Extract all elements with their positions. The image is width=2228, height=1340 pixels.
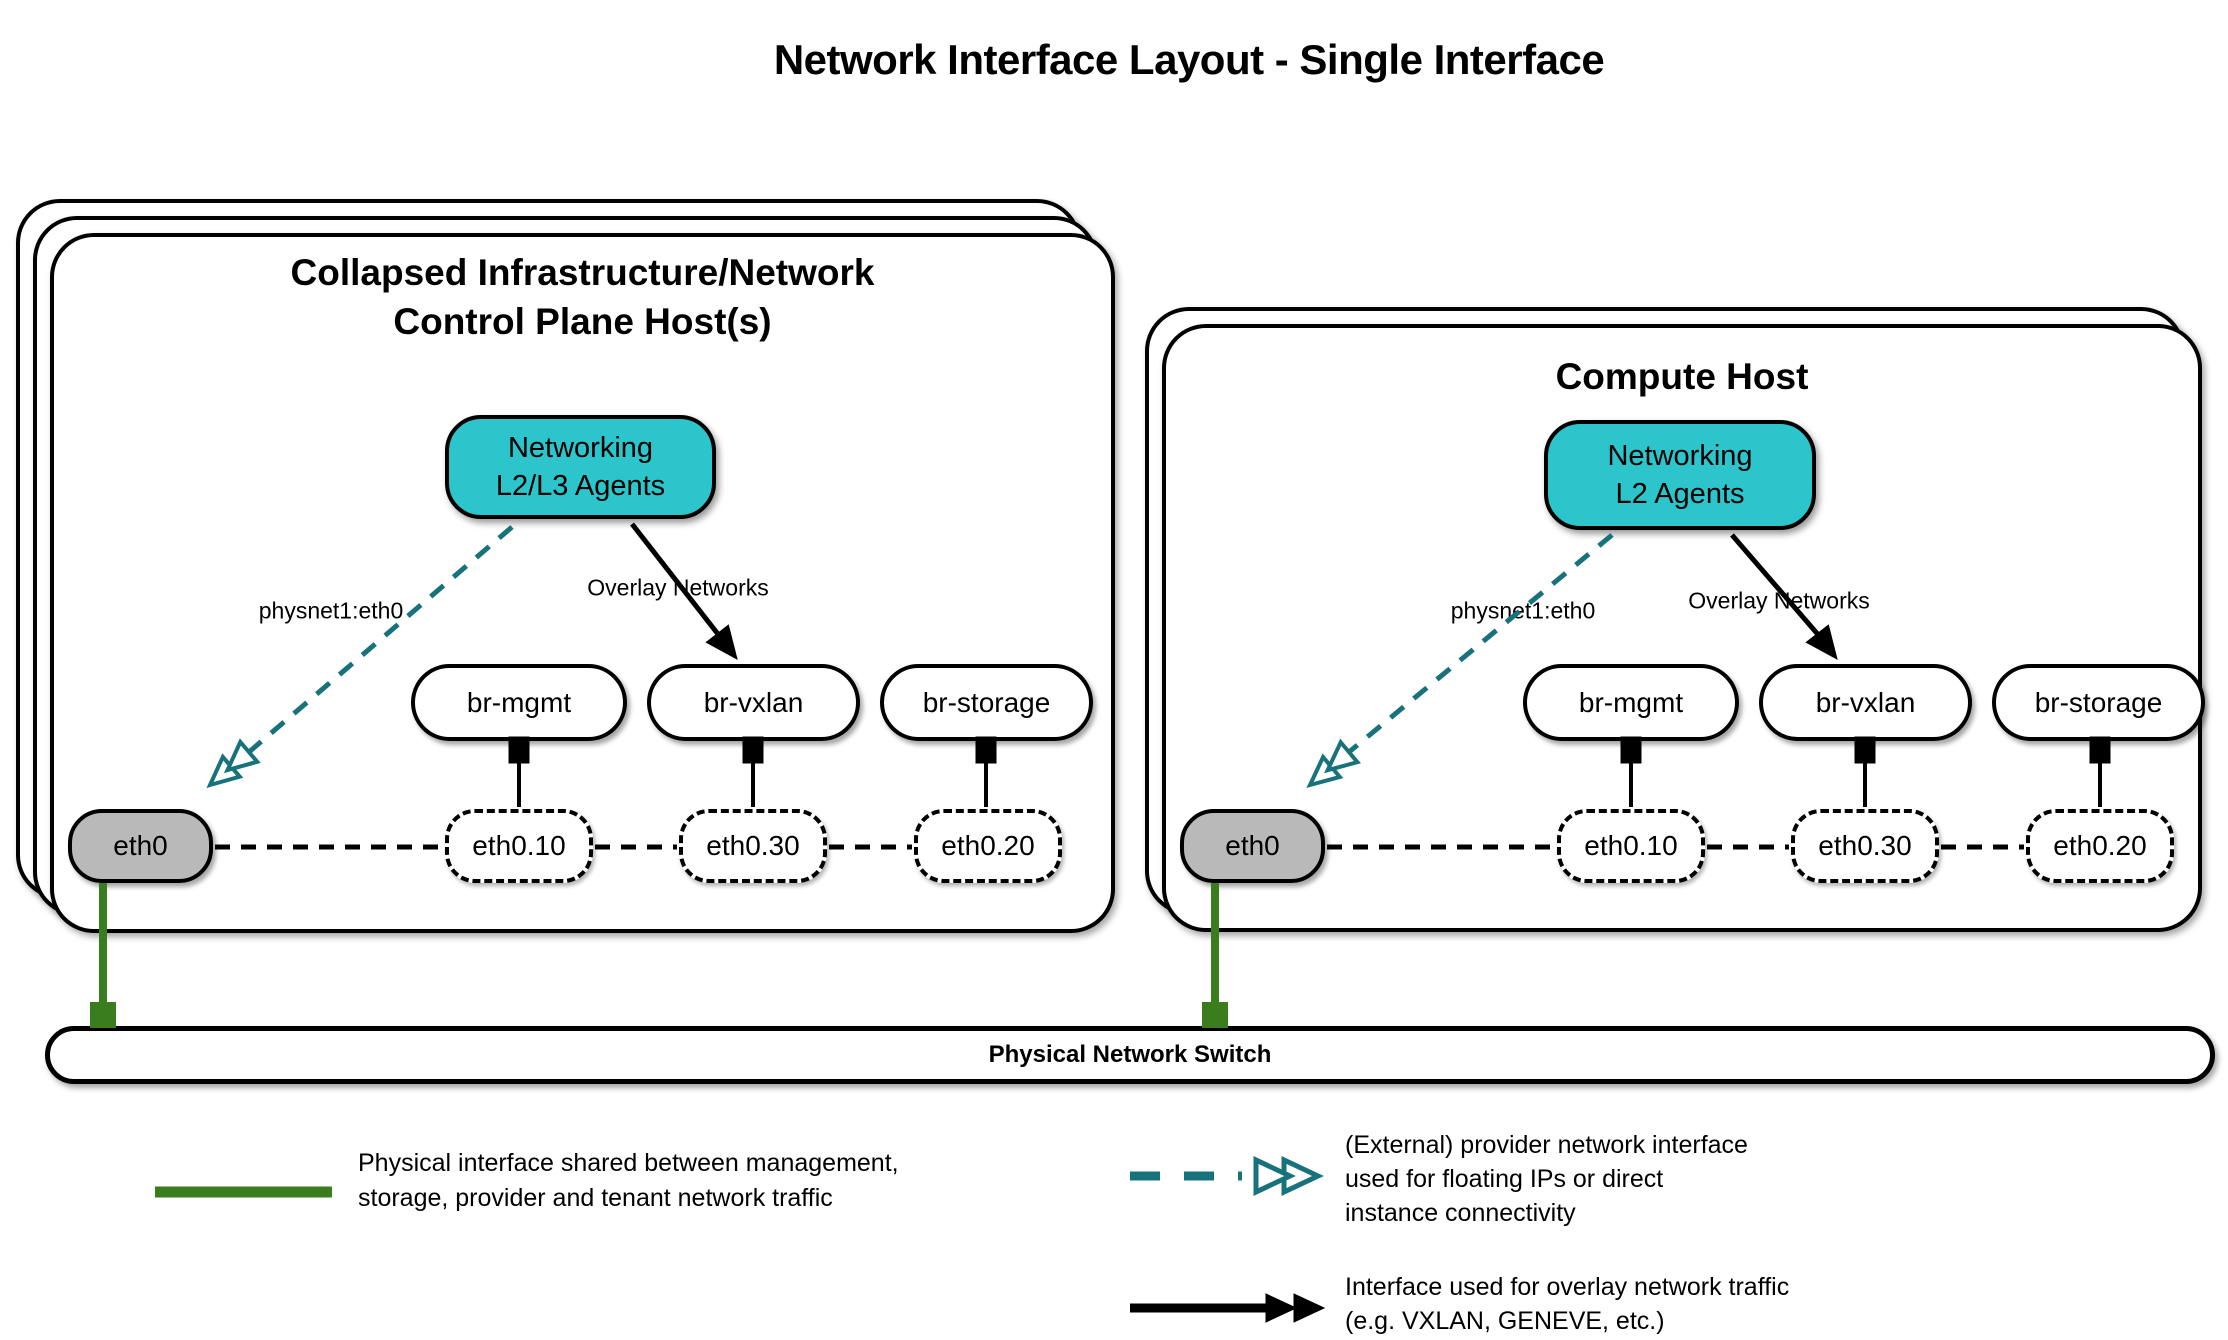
vlan-pill: eth0.10 [1557,809,1705,883]
overlay-edge-label: Overlay Networks [587,574,769,601]
l2-agents-node: Networking L2 Agents [1544,420,1816,530]
legend-line: Interface used for overlay network traff… [1345,1273,1790,1301]
agent-label-line: Networking [507,432,654,464]
agent-label-line: L2/L3 Agents [495,470,666,502]
eth0-pill: eth0 [68,809,213,883]
page-title: Network Interface Layout - Single Interf… [773,36,1605,83]
host-title-line: Compute Host [1555,356,1809,397]
legend-line: used for floating IPs or direct [1345,1165,1664,1193]
eth0-pill: eth0 [1180,809,1325,883]
legend-line: (e.g. VXLAN, GENEVE, etc.) [1345,1307,1665,1335]
legend-line: Physical interface shared between manage… [358,1149,899,1177]
l2l3-agents-node: Networking L2/L3 Agents [445,415,716,519]
overlay-edge-label: Overlay Networks [1688,587,1870,614]
vlan-pill: eth0.20 [2026,809,2174,883]
agent-label-line: Networking [1607,440,1753,472]
vlan-pill: eth0.30 [1791,809,1939,883]
bridge-pill: br-vxlan [1759,664,1972,741]
black-arrow-swatch-icon [1130,1293,1326,1323]
bridge-pill: br-vxlan [647,664,860,741]
legend-line: instance connectivity [1345,1199,1576,1227]
provider-edge-label: physnet1:eth0 [1450,597,1596,624]
switch-label: Physical Network Switch [988,1041,1272,1068]
legend-line: storage, provider and tenant network tra… [358,1184,833,1212]
bridge-pill: br-storage [880,664,1093,741]
legend-item-overlay: Interface used for overlay network traff… [1345,1270,1789,1338]
teal-dashed-arrow-swatch-icon [1130,1156,1324,1196]
compute-host-title: Compute Host [1162,352,2202,401]
provider-edge-label: physnet1:eth0 [258,597,404,624]
legend-item-physical: Physical interface shared between manage… [358,1146,899,1216]
vlan-pill: eth0.30 [679,809,827,883]
control-plane-host-title: Collapsed Infrastructure/Network Control… [50,248,1115,346]
vlan-pill: eth0.20 [914,809,1062,883]
bridge-pill: br-mgmt [411,664,627,741]
legend-line: (External) provider network interface [1345,1131,1748,1159]
agent-label-line: L2 Agents [1615,478,1745,510]
vlan-pill: eth0.10 [445,809,593,883]
physical-network-switch: Physical Network Switch [45,1026,2215,1084]
host-title-line: Collapsed Infrastructure/Network [290,252,875,293]
bridge-pill: br-storage [1992,664,2205,741]
bridge-pill: br-mgmt [1523,664,1739,741]
host-title-line: Control Plane Host(s) [393,301,772,342]
legend-item-provider: (External) provider network interface us… [1345,1128,1748,1230]
